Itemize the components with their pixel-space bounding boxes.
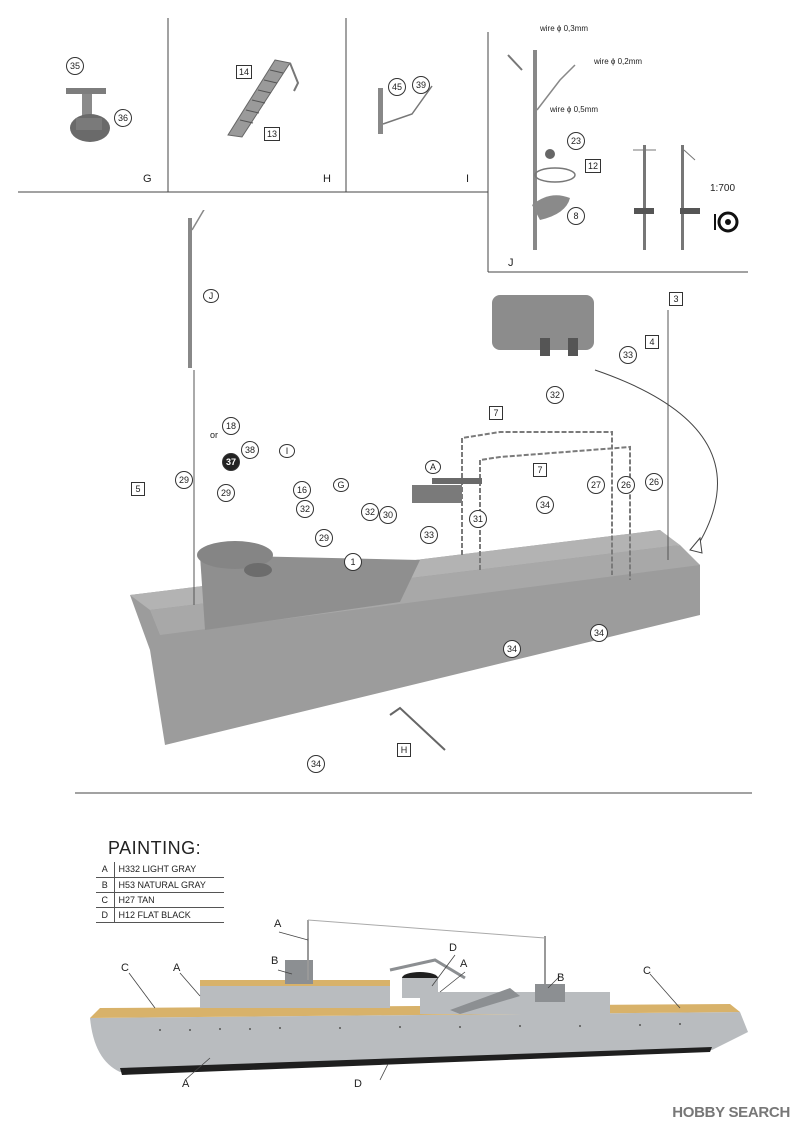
paint-name: H332 LIGHT GRAY	[114, 862, 224, 878]
panel-j-drawing	[507, 50, 739, 250]
assembly-ref-h: H	[397, 743, 411, 757]
ship-label-a-mast: A	[274, 918, 282, 930]
callout-7-b: 7	[533, 463, 547, 477]
paint-name: H27 TAN	[114, 892, 224, 908]
callout-34-c: 34	[503, 640, 521, 658]
panel-j-part-8: 8	[567, 207, 585, 225]
callout-34-d: 34	[590, 624, 608, 642]
paint-code: B	[96, 877, 115, 893]
ship-label-b-aft: B	[557, 972, 565, 984]
callout-27: 27	[587, 476, 605, 494]
panel-i-part-39: 39	[412, 76, 430, 94]
panel-j-part-23: 23	[567, 132, 585, 150]
callout-30: 30	[379, 506, 397, 524]
hull-illustration	[130, 210, 718, 751]
callout-29-c: 29	[315, 529, 333, 547]
panel-h-part-13: 13	[264, 127, 281, 141]
paint-code: C	[96, 892, 115, 908]
paint-name: H53 NATURAL GRAY	[114, 877, 224, 893]
callout-31: 31	[469, 510, 487, 528]
callout-29-b: 29	[217, 484, 235, 502]
panel-j-wire-0-2: wire ϕ 0,2mm	[594, 57, 643, 66]
panel-h-drawing	[227, 59, 300, 138]
panel-frame-lines	[18, 18, 748, 273]
callout-32-c: 34	[307, 755, 325, 773]
painting-title: PAINTING:	[108, 838, 202, 858]
callout-34-b: 34	[536, 496, 554, 514]
panel-j-wire-0-3: wire ϕ 0,3mm	[540, 24, 589, 33]
paint-code: A	[96, 862, 115, 878]
panel-j-scale: 1:700	[710, 183, 736, 194]
paint-name: H12 FLAT BLACK	[114, 907, 224, 923]
ship-label-b-bridge: B	[271, 955, 279, 967]
assembly-ref-a: A	[425, 460, 441, 474]
assembly-ref-i: I	[279, 444, 295, 458]
callout-33-b: 32	[546, 386, 564, 404]
detail-panels: 35 36 G 14 13 H 45 39 I	[0, 0, 800, 280]
panel-i-drawing	[378, 85, 433, 134]
callout-32-a: 32	[296, 500, 314, 518]
panel-g-drawing	[66, 88, 110, 142]
assembly-ref-j: J	[203, 289, 219, 303]
callout-32-b: 32	[361, 503, 379, 521]
callout-26-a: 26	[617, 476, 635, 494]
painted-ship-illustration	[90, 919, 748, 1081]
callout-26-b: 26	[645, 473, 663, 491]
callout-38: 38	[241, 441, 259, 459]
callout-34-a: 33	[420, 526, 438, 544]
ship-label-c-bow: C	[121, 962, 129, 974]
watermark: HOBBY SEARCH	[672, 1104, 790, 1121]
ship-label-a-front: A	[173, 962, 181, 974]
panel-j-wire-0-5: wire ϕ 0,5mm	[550, 105, 599, 114]
panel-j-letter: J	[508, 257, 514, 269]
callout-4: 4	[645, 335, 659, 349]
panel-g-part-35: 35	[66, 57, 84, 75]
ship-label-c-stern: C	[643, 965, 651, 977]
callout-7-a: 7	[489, 406, 503, 420]
callout-3: 3	[669, 292, 683, 306]
paint-code: D	[96, 907, 115, 923]
ship-label-d-funnel: D	[449, 942, 457, 954]
panel-g-part-36: 36	[114, 109, 132, 127]
section-divider	[75, 792, 752, 794]
panel-h-part-14: 14	[236, 65, 253, 79]
callout-1: 1	[344, 553, 362, 571]
callout-16: 16	[293, 481, 311, 499]
callout-33-a: 33	[619, 346, 637, 364]
panel-g-letter: G	[143, 173, 152, 185]
panel-i-part-45: 45	[388, 78, 406, 96]
ship-label-a-funnel: A	[460, 958, 468, 970]
panel-h-letter: H	[323, 173, 331, 185]
callout-5: 5	[131, 482, 145, 496]
assembly-ref-g: G	[333, 478, 349, 492]
ship-label-d-waterline: D	[354, 1078, 362, 1090]
callout-37: 37	[222, 453, 240, 471]
panel-i-letter: I	[466, 173, 470, 185]
or-text: or	[210, 430, 219, 440]
assembly-drawing: J 18 or 37 38 I 5 29 29 16 G 32 29 32 30…	[0, 210, 800, 790]
panel-j-part-12: 12	[585, 159, 602, 173]
ship-label-a-hull: A	[182, 1078, 190, 1090]
callout-18: 18	[222, 417, 240, 435]
callout-29-a: 29	[175, 471, 193, 489]
